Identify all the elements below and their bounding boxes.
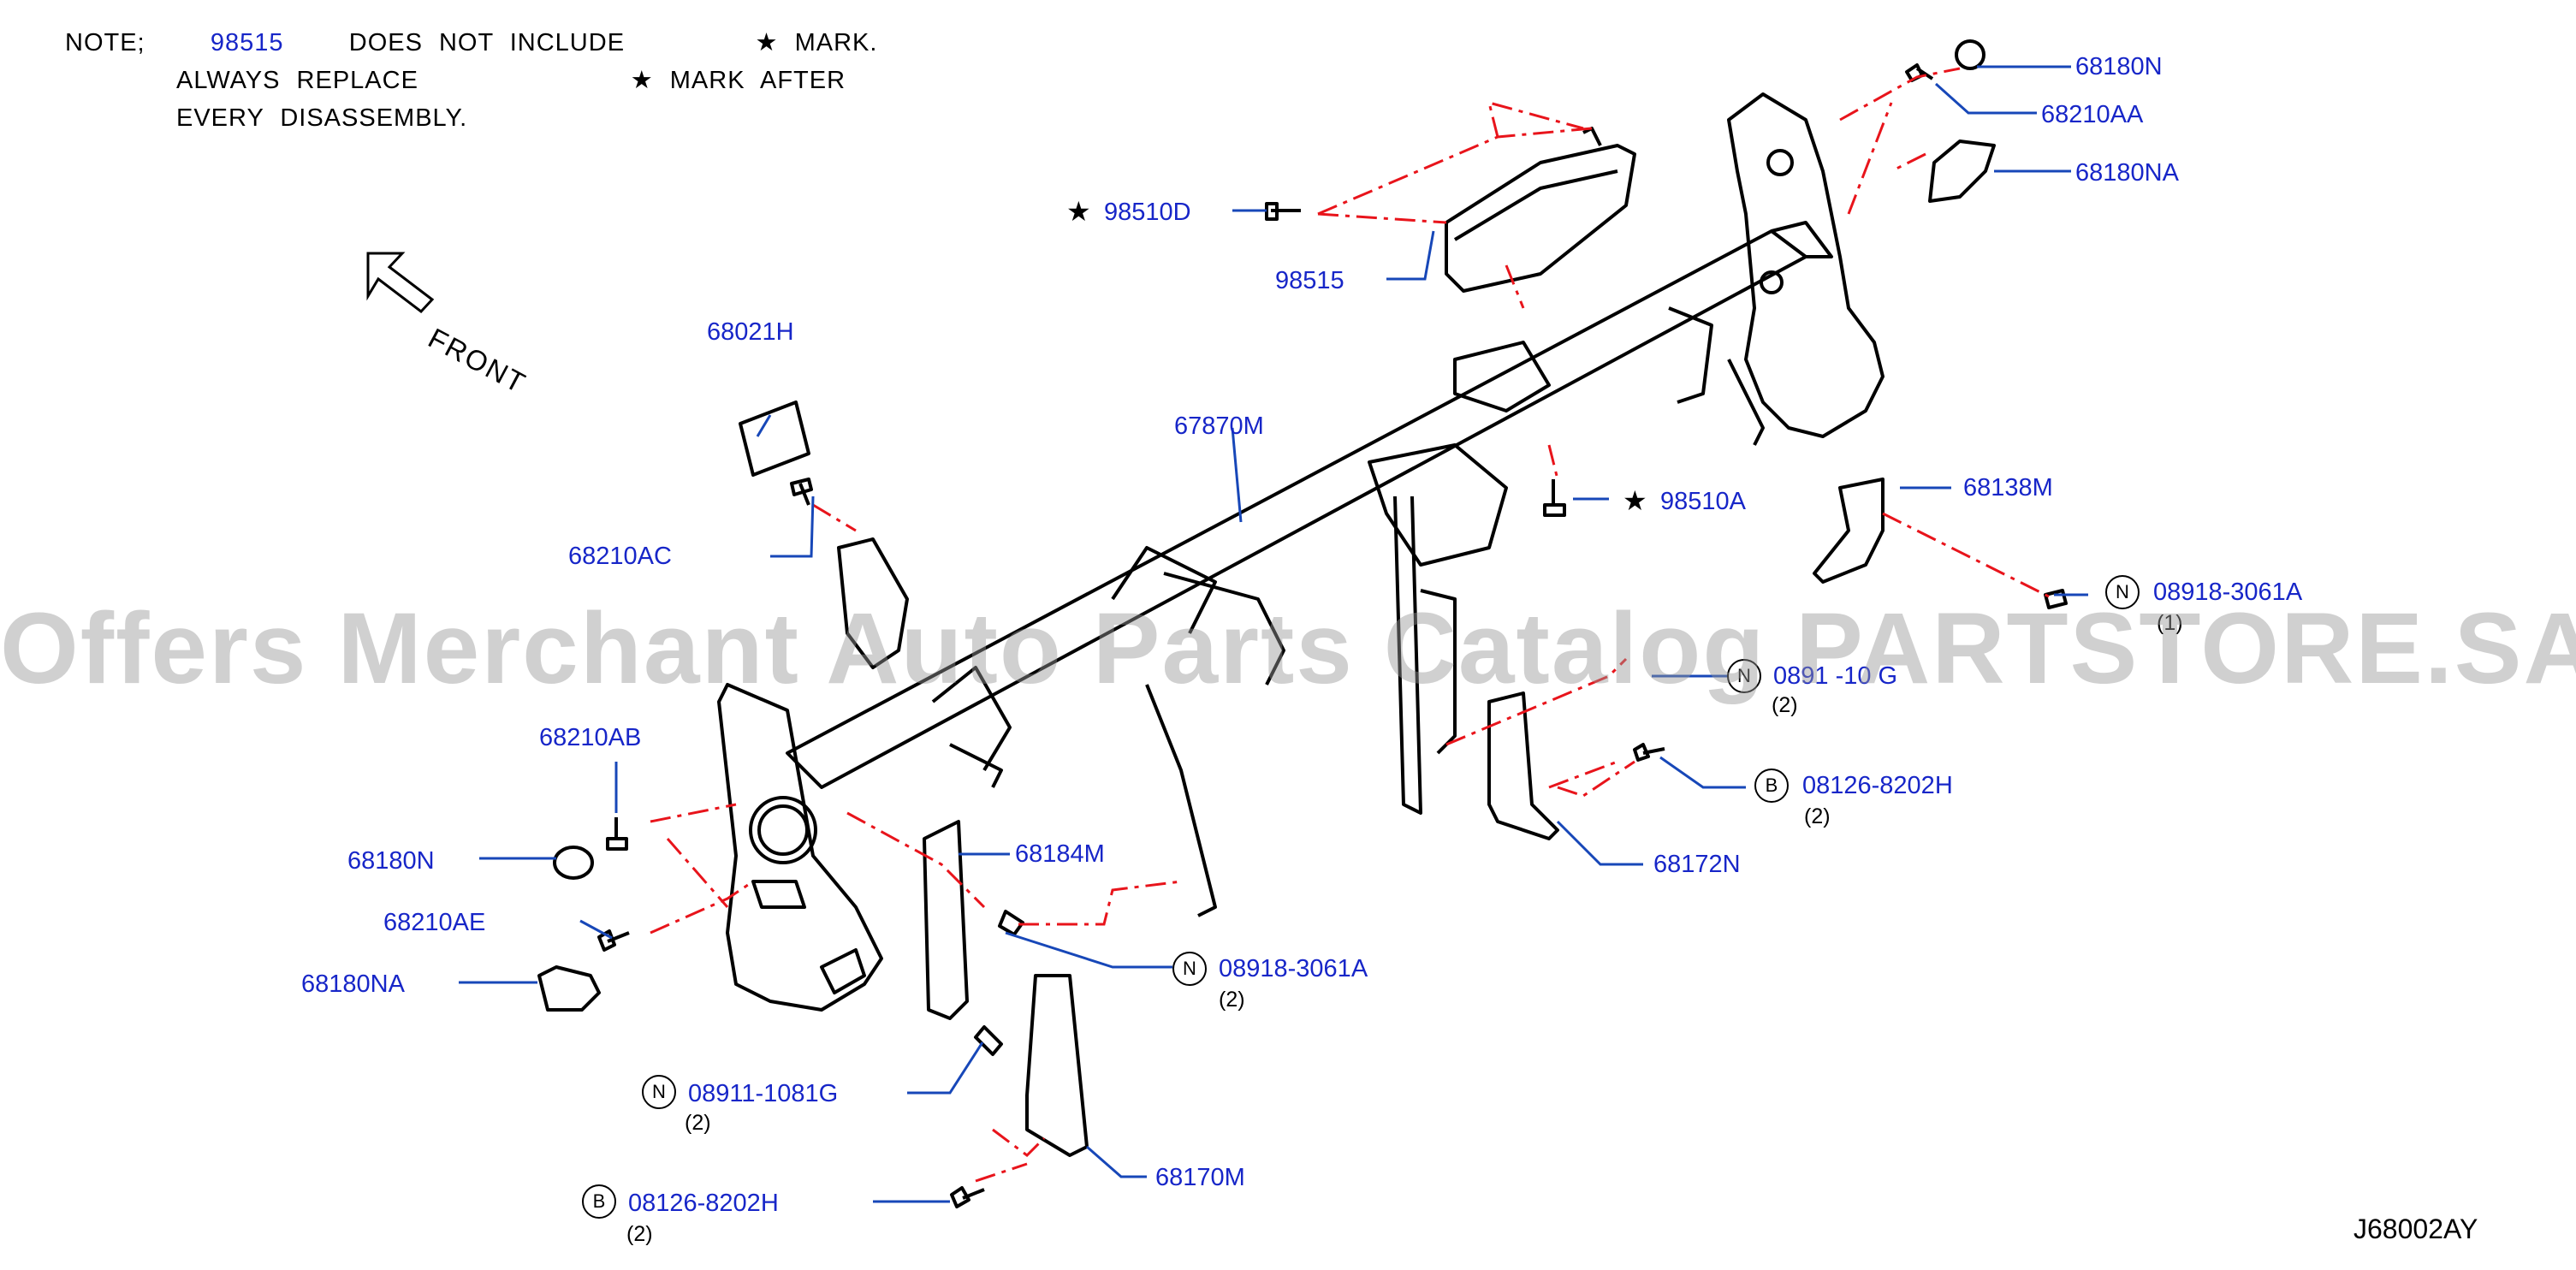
note-part-number: 98515 [210,29,284,56]
callout-08918-3061A-right[interactable]: 08918-3061A [2153,579,2303,606]
callout-98510A[interactable]: 98510A [1660,488,1746,515]
note-line2-start: ALWAYS REPLACE [176,67,418,94]
note-prefix: NOTE; [65,29,145,56]
callout-98515[interactable]: 98515 [1275,267,1344,294]
note-block: NOTE; 98515 DOES NOT INCLUDE ★ MARK. ALW… [65,24,877,137]
callout-68138M[interactable]: 68138M [1963,474,2053,501]
callout-08126-8202H-left[interactable]: 08126-8202H [628,1190,779,1217]
nut-prefix-badge: N [2105,575,2140,609]
steering-member-beam [537,39,2068,1208]
qty-08126-right: (2) [1804,804,1831,828]
qty-08911-right: (2) [1772,693,1798,717]
star-icon: ★ [1066,196,1091,227]
callout-08911-right[interactable]: 0891 -10 G [1773,662,1898,690]
diagram-code: J68002AY [2353,1214,2478,1244]
callout-68180N-top[interactable]: 68180N [2075,53,2163,80]
star-icon: ★ [1623,485,1647,516]
callout-68180N-left[interactable]: 68180N [347,847,435,875]
callout-68210AA[interactable]: 68210AA [2041,101,2144,128]
qty-08918-mid: (2) [1219,988,1245,1012]
note-mark-word: MARK. [794,29,878,56]
bolt-prefix-badge: B [1754,769,1789,803]
callout-68180NA-left[interactable]: 68180NA [301,970,405,998]
assembly-dash-lines [650,67,2055,1183]
nut-prefix-badge: N [1172,952,1207,986]
callout-68210AC[interactable]: 68210AC [568,543,672,570]
bolt-prefix-badge: B [582,1184,616,1219]
nut-prefix-badge: N [642,1075,676,1109]
note-line1-text: DOES NOT INCLUDE [348,29,626,56]
qty-08126-left: (2) [626,1222,653,1246]
callout-67870M[interactable]: 67870M [1174,412,1264,440]
note-line3: EVERY DISASSEMBLY. [176,104,468,132]
callout-68210AE[interactable]: 68210AE [383,909,486,936]
nut-prefix-badge: N [1727,659,1761,693]
callout-08911-1081G-left[interactable]: 08911-1081G [688,1080,839,1107]
callout-68180NA-top[interactable]: 68180NA [2075,159,2179,187]
callout-68210AB[interactable]: 68210AB [539,724,642,751]
qty-08911-left: (2) [685,1111,711,1135]
qty-08918-right: (1) [2157,611,2183,635]
callout-08126-8202H-right[interactable]: 08126-8202H [1802,772,1953,799]
star-icon: ★ [755,29,779,56]
callout-08918-3061A-mid[interactable]: 08918-3061A [1219,955,1368,982]
note-line2-end: MARK AFTER [669,67,846,94]
callout-68021H[interactable]: 68021H [707,318,794,346]
callout-68184M[interactable]: 68184M [1015,840,1105,868]
callout-leaders [459,65,2088,1203]
callout-68170M[interactable]: 68170M [1155,1164,1245,1191]
watermark: Offers Merchant Auto Parts Catalog PARTS… [0,592,2576,705]
callout-98510D[interactable]: 98510D [1104,199,1191,226]
callout-68172N[interactable]: 68172N [1653,851,1741,878]
star-icon: ★ [630,67,654,94]
front-arrow-icon [366,252,435,314]
